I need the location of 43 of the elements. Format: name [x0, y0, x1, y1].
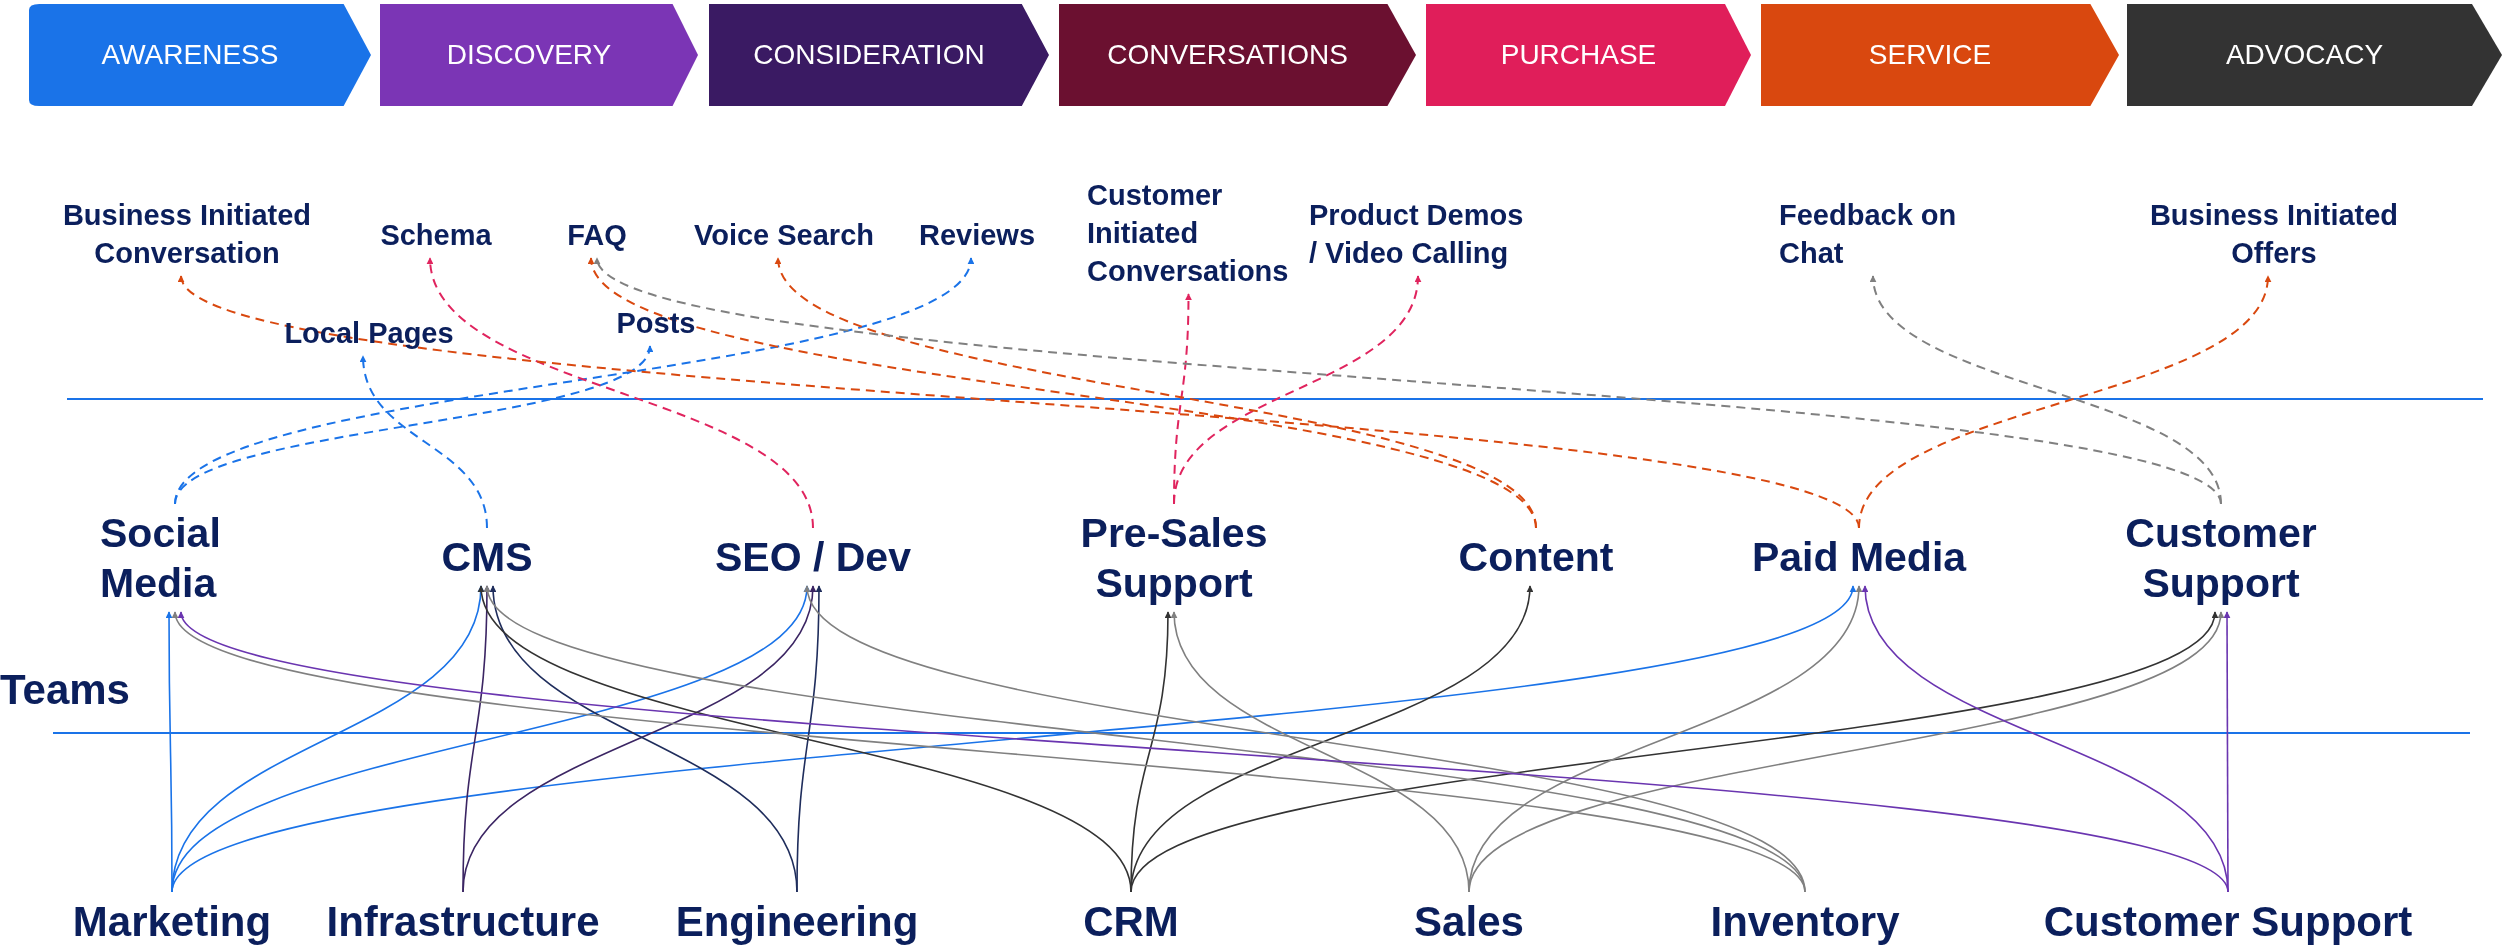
section-label: Teams: [0, 665, 130, 715]
team-function-label: SEO / Dev: [715, 533, 911, 582]
team-function-label: Content: [1458, 533, 1614, 582]
channel-label: Business Initiated Conversation: [61, 198, 313, 271]
stage-banner: ADVOCACY: [2127, 4, 2502, 106]
channel-label: Reviews: [918, 218, 1036, 253]
stage-banner: CONVERSATIONS: [1059, 4, 1416, 106]
dashed-arrow: [777, 257, 1537, 529]
team-label: Engineering: [675, 897, 919, 947]
channel-label: Voice Search: [694, 218, 874, 253]
team-function-label: Customer Support: [2124, 509, 2318, 608]
channel-label: FAQ: [567, 218, 627, 253]
channel-label: Customer Initiated Conversations: [1087, 178, 1290, 289]
stage-banner: CONSIDERATION: [709, 4, 1049, 106]
stage-banner: PURCHASE: [1426, 4, 1751, 106]
arrow: [806, 585, 1806, 893]
team-label: CRM: [1083, 897, 1179, 947]
dashed-arrow: [174, 345, 651, 505]
arrow: [1130, 611, 2216, 893]
team-function-label: Paid Media: [1751, 533, 1967, 582]
stage-banner: AWARENESS: [29, 4, 371, 106]
arrow: [180, 611, 2229, 893]
channel-label: Business Initiated Offers: [2148, 198, 2400, 271]
team-label: Inventory: [1710, 897, 1900, 947]
team-function-label: CMS: [441, 533, 533, 582]
channel-label: Posts: [616, 306, 696, 341]
dashed-arrow: [360, 355, 488, 529]
dashed-arrow: [1858, 275, 2270, 529]
channel-label: Local Pages: [284, 316, 454, 351]
team-function-label: Pre-Sales Support: [1079, 509, 1269, 608]
channel-label: Product Demos / Video Calling: [1309, 198, 1525, 271]
team-label: Sales: [1414, 897, 1524, 947]
team-function-label: Social Media: [100, 509, 222, 608]
stage-banner: DISCOVERY: [380, 4, 698, 106]
stage-banner: SERVICE: [1761, 4, 2119, 106]
team-label: Customer Support: [2043, 897, 2413, 947]
dashed-arrow: [1871, 275, 2222, 505]
dashed-arrow: [428, 257, 814, 529]
dashed-arrow: [1173, 275, 1421, 505]
team-label: Marketing: [72, 897, 272, 947]
channel-label: Feedback on Chat: [1779, 198, 1958, 271]
channel-label: Schema: [380, 218, 492, 253]
team-label: Infrastructure: [326, 897, 600, 947]
